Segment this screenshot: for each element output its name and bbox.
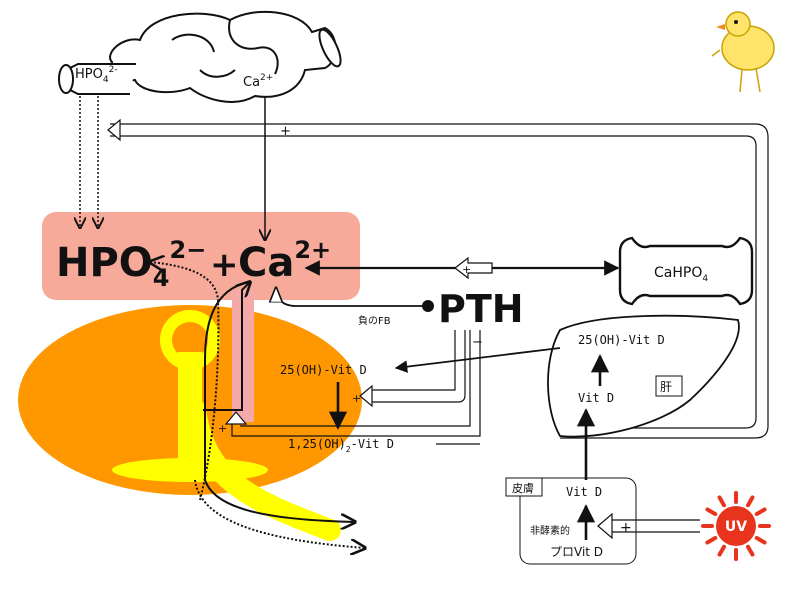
liver-label-box	[655, 375, 683, 397]
bone-calcium-release-arrow	[203, 282, 250, 411]
minus-sign-kidney: −	[472, 335, 483, 350]
blood-compartment	[42, 212, 360, 300]
uv-label: UV	[725, 519, 747, 535]
vitd-to-intestine-pathway	[107, 118, 769, 439]
bone-phosphate-release-arrow	[150, 262, 220, 501]
uv-stimulation-arrow	[597, 512, 700, 540]
sun-ray	[746, 544, 755, 557]
calcium-deposition-arrow	[204, 281, 355, 522]
intestine-phosphate-label: HPO42-	[75, 65, 118, 85]
skin-label-box	[505, 477, 543, 497]
sun-ray	[717, 495, 726, 508]
liver-label: 肝	[660, 380, 672, 394]
bone	[18, 290, 362, 541]
skin-provitd-label: プロVit D	[550, 545, 603, 559]
skin-vitd-label: Vit D	[566, 485, 602, 499]
cahpo4-complex	[618, 236, 754, 306]
pth-negative-feedback-arrow	[276, 288, 422, 307]
liver	[547, 314, 740, 438]
nonenzymatic-label: 非酵素的	[530, 524, 570, 537]
sun-icon	[701, 491, 771, 561]
sun-ray	[754, 536, 767, 545]
chick-illustration	[711, 11, 775, 93]
liver-25ohvitd-label: 25(OH)-Vit D	[578, 333, 665, 347]
blood-calcium-label: Ca2+	[238, 236, 331, 286]
liver-to-kidney-arrow	[394, 347, 561, 373]
blood-plus-sign: +	[210, 245, 239, 285]
liver-vitd-label: Vit D	[578, 391, 614, 405]
negative-feedback-label: 負のFB	[358, 315, 391, 327]
intestine	[58, 10, 342, 103]
blood-phosphate-label: HPO42−	[56, 236, 206, 292]
sun-ray	[705, 507, 718, 516]
sun-ray	[717, 544, 726, 557]
skin-label: 皮膚	[512, 481, 534, 495]
kidney-25ohvitd-label: 25(OH)-Vit D	[280, 363, 367, 377]
pth-label: PTH	[438, 287, 524, 331]
phosphate-excretion-arrow	[194, 479, 365, 548]
complex-inhibition-arrow	[454, 256, 493, 280]
plus-sign-uv: +	[620, 520, 632, 536]
pth-to-kidney-pathway	[224, 330, 481, 437]
sun-ray	[754, 507, 767, 516]
cahpo4-label: CaHPO4	[654, 265, 708, 284]
sun-ray	[746, 495, 755, 508]
plus-sign-bone: +	[218, 422, 227, 435]
intestine-calcium-label: Ca2+	[243, 73, 273, 90]
pth-node	[422, 300, 434, 312]
plus-sign-kidney: +	[352, 392, 361, 405]
sun-ray	[705, 536, 718, 545]
plus-sign-complex: +	[462, 263, 471, 276]
plus-sign-intestine: +	[280, 124, 291, 139]
kidney-125ohvitd-label: 1,25(OH)2-Vit D	[288, 437, 394, 454]
